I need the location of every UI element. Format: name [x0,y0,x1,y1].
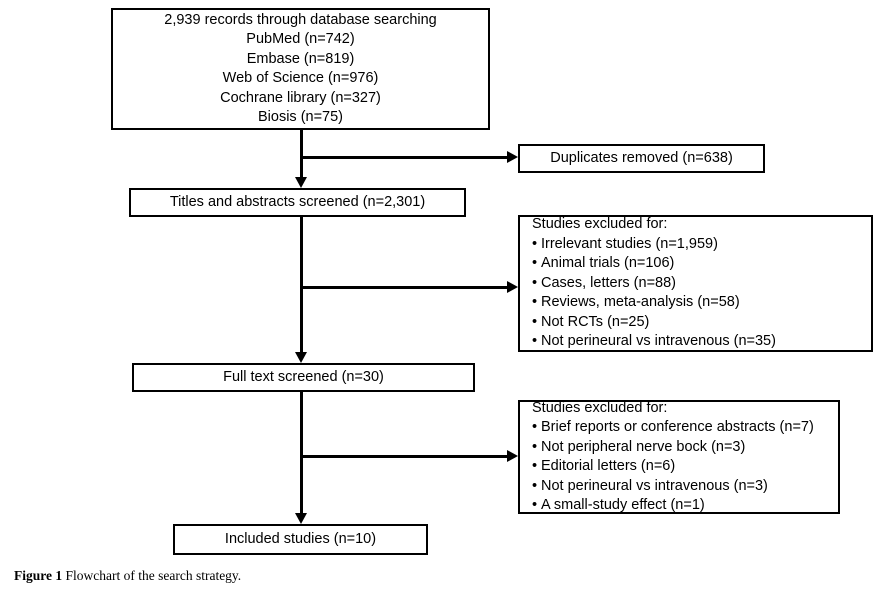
connector-identification-to-screening [300,130,303,177]
excluded-screening-item-1: •Animal trials (n=106) [532,254,871,274]
screening-box: Titles and abstracts screened (n=2,301) [129,188,466,217]
excluded-screening-item-5: •Not perineural vs intravenous (n=35) [532,332,871,352]
excluded-screening-item-4-label: Not RCTs (n=25) [541,313,650,330]
connector-to-excluded-screening [302,286,508,289]
excluded-fulltext-item-3-label: Not perineural vs intravenous (n=3) [541,477,768,494]
connector-to-duplicates [302,156,508,159]
bullet-icon: • [532,458,538,474]
bullet-icon: • [532,313,538,330]
excluded-fulltext-item-0: •Brief reports or conference abstracts (… [532,418,838,438]
bullet-icon: • [532,477,538,494]
identification-line-0: 2,939 records through database searching [164,11,437,28]
screening-label: Titles and abstracts screened (n=2,301) [169,193,426,210]
figure-caption-label: Figure 1 [14,568,63,583]
excluded-fulltext-box: Studies excluded for: •Brief reports or … [518,400,840,514]
excluded-screening-item-2-label: Cases, letters (n=88) [541,274,676,291]
excluded-screening-item-3: •Reviews, meta-analysis (n=58) [532,293,871,313]
arrowhead-down-to-screening [294,177,307,188]
arrowhead-down-to-fulltext [294,352,307,363]
excluded-fulltext-item-4: •A small-study effect (n=1) [532,496,838,516]
connector-fulltext-to-included [300,392,303,513]
excluded-screening-item-5-label: Not perineural vs intravenous (n=35) [541,333,776,350]
identification-line-2: Embase (n=819) [246,50,355,67]
excluded-fulltext-item-3: •Not perineural vs intravenous (n=3) [532,477,838,497]
figure-caption-text: Flowchart of the search strategy. [65,568,242,583]
figure-caption: Figure 1 Flowchart of the search strateg… [14,568,241,584]
excluded-screening-item-4: •Not RCTs (n=25) [532,313,871,333]
bullet-icon: • [532,255,538,272]
identification-line-1: PubMed (n=742) [246,31,355,47]
excluded-screening-item-0-label: Irrelevant studies (n=1,959) [541,235,718,252]
excluded-screening-item-2: •Cases, letters (n=88) [532,274,871,294]
duplicates-removed-box: Duplicates removed (n=638) [518,144,765,173]
arrowhead-right-to-excluded-fulltext [507,450,518,463]
excluded-screening-box: Studies excluded for: •Irrelevant studie… [518,215,873,352]
identification-box: 2,939 records through database searching… [111,8,490,130]
fulltext-box: Full text screened (n=30) [132,363,475,392]
excluded-screening-item-3-label: Reviews, meta-analysis (n=58) [541,294,740,311]
bullet-icon: • [532,274,538,291]
bullet-icon: • [532,235,538,252]
bullet-icon: • [532,419,538,435]
connector-to-excluded-fulltext [302,455,508,458]
fulltext-label: Full text screened (n=30) [223,368,384,385]
bullet-icon: • [532,438,538,455]
identification-line-3: Web of Science (n=976) [222,70,379,86]
excluded-fulltext-item-1: •Not peripheral nerve bock (n=3) [532,438,838,458]
duplicates-removed-label: Duplicates removed (n=638) [550,149,733,166]
excluded-fulltext-heading: Studies excluded for: [532,399,668,416]
included-studies-box: Included studies (n=10) [173,524,428,555]
excluded-fulltext-item-4-label: A small-study effect (n=1) [541,497,705,513]
arrowhead-right-to-excluded-screening [507,281,518,294]
bullet-icon: • [532,294,538,311]
included-studies-label: Included studies (n=10) [224,530,377,547]
identification-line-5: Biosis (n=75) [257,109,344,125]
excluded-fulltext-item-0-label: Brief reports or conference abstracts (n… [541,419,814,435]
arrowhead-right-to-duplicates [507,151,518,164]
excluded-fulltext-item-1-label: Not peripheral nerve bock (n=3) [541,438,746,455]
excluded-screening-item-1-label: Animal trials (n=106) [541,255,675,272]
excluded-screening-heading: Studies excluded for: [532,216,668,233]
excluded-fulltext-item-2: •Editorial letters (n=6) [532,457,838,477]
excluded-screening-item-0: •Irrelevant studies (n=1,959) [532,235,871,255]
excluded-fulltext-item-2-label: Editorial letters (n=6) [541,458,676,474]
connector-screening-to-fulltext [300,217,303,352]
arrowhead-down-to-included [294,513,307,524]
bullet-icon: • [532,497,538,513]
identification-line-4: Cochrane library (n=327) [220,89,381,106]
bullet-icon: • [532,333,538,350]
